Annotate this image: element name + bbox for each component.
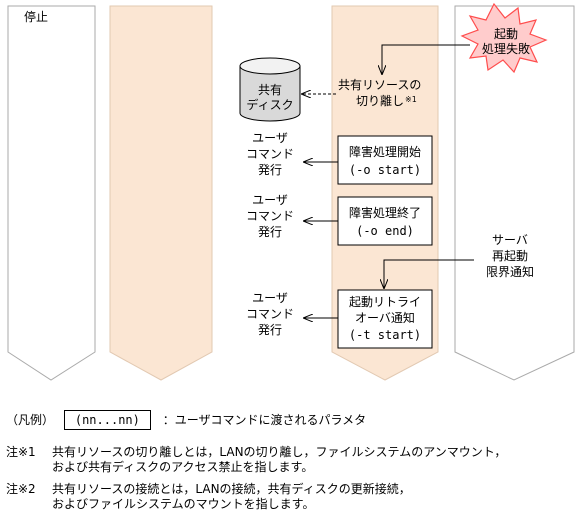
legend-description: ：ユーザコマンドに渡されるパラメタ <box>162 413 367 427</box>
legend-label: （凡例） <box>6 413 55 427</box>
fault-end-box <box>337 196 433 246</box>
user-command-1-line3: 発行 <box>258 163 282 177</box>
note-1-line2: および共有ディスクのアクセス禁止を指します。 <box>52 460 314 474</box>
note-2-line1: 共有リソースの接続とは，LANの接続，共有ディスクの更新接続， <box>52 482 411 496</box>
detach-label-1: 共有リソースの <box>338 78 421 92</box>
retry-over-box <box>337 289 433 349</box>
arrow-restart-limit <box>384 259 474 288</box>
server-restart-line3: 限界通知 <box>486 265 534 279</box>
note-1-line1: 共有リソースの切り離しとは，LANの切り離し，ファイルシステムのアンマウント， <box>52 445 507 459</box>
retry-over-label-1: 起動リトライ <box>349 295 421 309</box>
note-2-id: 注※2 <box>6 482 36 496</box>
user-command-2-line2: コマンド <box>246 209 294 223</box>
user-command-2-line1: ユーザ <box>252 193 288 207</box>
note-1: 注※1 共有リソースの切り離しとは，LANの切り離し，ファイルシステムのアンマウン… <box>6 445 506 475</box>
lane-peach-left <box>109 5 213 381</box>
user-command-3-line2: コマンド <box>246 307 294 321</box>
user-command-1-line2: コマンド <box>246 147 294 161</box>
legend: （凡例） (nn...nn) ：ユーザコマンドに渡されるパラメタ <box>6 410 366 430</box>
disk-label-2: ディスク <box>246 97 293 112</box>
shared-disk-icon <box>239 57 301 122</box>
user-command-2-line3: 発行 <box>258 225 282 239</box>
server-restart-line2: 再起動 <box>492 249 528 263</box>
flow-diagram: 停止 起動 処理失敗 共有 ディスク 共有リソースの 切り離し ※1 障害処理開… <box>7 2 575 381</box>
user-command-1-line1: ユーザ <box>252 131 288 145</box>
fault-start-param: (-o start) <box>349 163 421 177</box>
note-2-line2: およびファイルシステムのマウントを指します。 <box>52 497 315 511</box>
lane-stopped <box>7 5 96 381</box>
burst-text-2: 処理失敗 <box>482 41 530 56</box>
user-command-3-line3: 発行 <box>258 323 282 337</box>
arrow-failure-to-detach <box>382 44 470 74</box>
retry-over-param: (-t start) <box>349 328 421 342</box>
startup-failure-burst <box>460 2 548 74</box>
fault-start-box <box>337 135 433 185</box>
lane-gray-right <box>454 5 575 381</box>
fault-start-label: 障害処理開始 <box>349 144 421 159</box>
disk-label-1: 共有 <box>258 83 282 97</box>
fault-end-label: 障害処理終了 <box>349 205 421 220</box>
fault-end-param: (-o end) <box>356 224 414 238</box>
server-restart-line1: サーバ <box>492 233 528 247</box>
lane-stopped-label: 停止 <box>24 9 48 24</box>
retry-over-label-2: オーバ通知 <box>355 311 415 325</box>
burst-text-1: 起動 <box>494 27 518 41</box>
detach-note-mark: ※1 <box>405 95 417 104</box>
detach-label-2: 切り離し <box>356 94 404 108</box>
lane-peach-right <box>331 5 439 381</box>
user-command-3-line1: ユーザ <box>252 291 288 305</box>
legend-param-box: (nn...nn) <box>63 410 151 430</box>
note-2: 注※2 共有リソースの接続とは，LANの接続，共有ディスクの更新接続， およびファ… <box>6 482 411 512</box>
note-1-id: 注※1 <box>6 445 36 459</box>
